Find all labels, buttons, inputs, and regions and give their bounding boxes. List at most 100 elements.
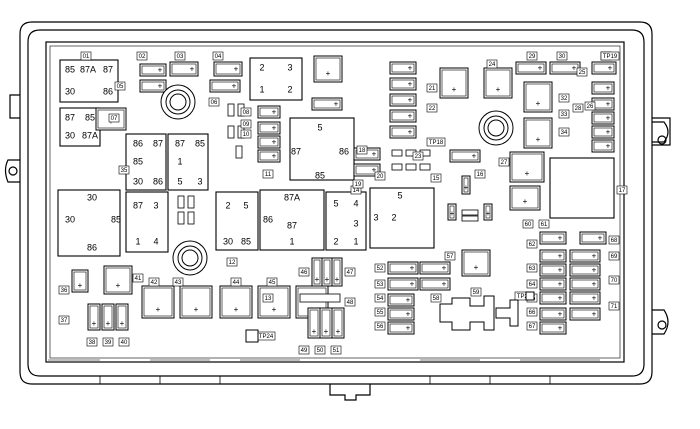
fuse-tag-label: 40 <box>121 340 128 346</box>
relay-pin-label: 5 <box>333 198 338 208</box>
mini-fuse-inner <box>389 295 413 305</box>
fuse-polarity-mark: + <box>234 305 239 314</box>
relay-pin-label: 87 <box>153 138 163 148</box>
mini-fuse-inner <box>571 251 599 261</box>
fuse-tag-label: 19 <box>355 182 362 188</box>
fuse-tag-box <box>426 83 438 93</box>
fuse-polarity-mark: + <box>372 150 377 159</box>
fuse-tag-label: 23 <box>415 154 422 160</box>
relay-body <box>215 191 259 251</box>
bottom-ribs <box>99 376 551 384</box>
fuse-polarity-mark: + <box>558 252 563 261</box>
relay <box>549 157 615 219</box>
relay-body <box>59 59 119 103</box>
vertical-fuse: + <box>115 303 129 331</box>
maxi-fuse: + <box>313 55 343 83</box>
fuse-tag-box <box>226 257 238 267</box>
mini-fuse: + <box>569 277 601 291</box>
fuse-tag-box <box>208 97 220 107</box>
fuse-polarity-mark: + <box>325 275 330 284</box>
maxi-fuse-inner <box>511 187 539 209</box>
fuse-tag-label: 60 <box>525 222 532 228</box>
mini-fuse: + <box>257 149 281 163</box>
vertical-fuse: + <box>319 307 333 339</box>
fuse-polarity-mark: + <box>334 100 339 109</box>
relay-pin-label: 5 <box>177 176 182 186</box>
fuse-polarity-mark: + <box>496 85 501 94</box>
vertical-fuse-inner <box>309 309 319 337</box>
fuse-polarity-mark: + <box>158 66 163 75</box>
fuse-tag-box <box>498 157 510 167</box>
maxi-fuse-inner <box>485 69 511 97</box>
vertical-fuse-inner <box>117 305 127 329</box>
mini-fuse: + <box>389 61 417 75</box>
relay-pin-label: 3 <box>373 212 378 222</box>
fuse-polarity-mark: + <box>372 166 377 175</box>
maxi-fuse: + <box>461 249 491 277</box>
mini-fuse: + <box>591 139 615 153</box>
fuse-tag-label: 56 <box>377 324 384 330</box>
maxi-fuse: + <box>509 185 541 211</box>
mini-fuse: + <box>549 61 581 75</box>
mini-fuse: + <box>387 261 419 275</box>
vertical-fuse: + <box>461 175 471 195</box>
maxi-fuse: + <box>141 285 175 319</box>
mini-fuse: + <box>419 261 451 275</box>
fuse-tag-box <box>430 173 442 183</box>
fuse-tag-label: 61 <box>541 222 548 228</box>
fuse-tag-label: 52 <box>377 266 384 272</box>
fuse-tag-box <box>558 109 570 119</box>
fuse-tag-label: 09 <box>243 122 250 128</box>
fuse-polarity-mark: + <box>410 264 415 273</box>
fuse-polarity-mark: + <box>464 183 469 192</box>
relay-pin-label: 3 <box>287 62 292 72</box>
mini-fuse: + <box>591 125 615 139</box>
vertical-fuse: + <box>483 203 493 221</box>
power-stud <box>160 84 196 120</box>
mini-fuse-inner <box>391 111 415 121</box>
fuse-tag-label: 14 <box>353 188 360 194</box>
small-component <box>461 215 479 222</box>
maxi-fuse-inner <box>105 267 131 293</box>
fuse-polarity-mark: + <box>608 64 613 73</box>
maxi-fuse-inner <box>221 287 251 317</box>
fuse-polarity-mark: + <box>410 280 415 289</box>
mini-fuse-inner <box>571 265 599 275</box>
relay-pin-label: 1 <box>177 156 182 166</box>
fuse-polarity-mark: + <box>234 65 239 74</box>
mini-fuse: + <box>387 307 415 321</box>
fuse-tag-label: 39 <box>105 340 112 346</box>
test-point-label: TP26 <box>517 294 532 300</box>
mini-fuse-inner <box>211 81 239 91</box>
right-mount-ear-lower <box>652 309 669 335</box>
mini-fuse-inner <box>571 293 599 303</box>
fuse-tag-label: 46 <box>301 270 308 276</box>
fuse-tag-box <box>136 51 148 61</box>
fuse-polarity-mark: + <box>272 152 277 161</box>
fuse-polarity-mark: + <box>408 96 413 105</box>
relay-pin-label: 85 <box>195 138 205 148</box>
fuse-tag-label: 59 <box>473 290 480 296</box>
vertical-fuse: + <box>331 257 343 287</box>
fuse-polarity-mark: + <box>558 266 563 275</box>
fuse-tag-box <box>608 301 620 311</box>
fuse-polarity-mark: + <box>156 305 161 314</box>
mini-fuse-inner <box>421 279 449 289</box>
relay-pin-label: 86 <box>153 176 163 186</box>
vertical-fuse: + <box>87 303 101 331</box>
fuse-polarity-mark: + <box>194 305 199 314</box>
fuse-tag-box <box>298 345 310 355</box>
left-mount-hole <box>8 166 18 176</box>
fuse-tag-box <box>584 101 596 111</box>
fuse-polarity-mark: + <box>232 82 237 91</box>
relay-pin-label: 87A <box>284 192 300 202</box>
vertical-fuse-inner <box>73 271 87 291</box>
fuse-tag-label: 50 <box>317 348 324 354</box>
relay-pin-label: 87 <box>103 64 113 74</box>
fuse-polarity-mark: + <box>536 99 541 108</box>
fuse-polarity-mark: + <box>272 124 277 133</box>
maxi-fuse-inner <box>525 119 551 147</box>
relay-pin-label: 85 <box>315 170 325 180</box>
